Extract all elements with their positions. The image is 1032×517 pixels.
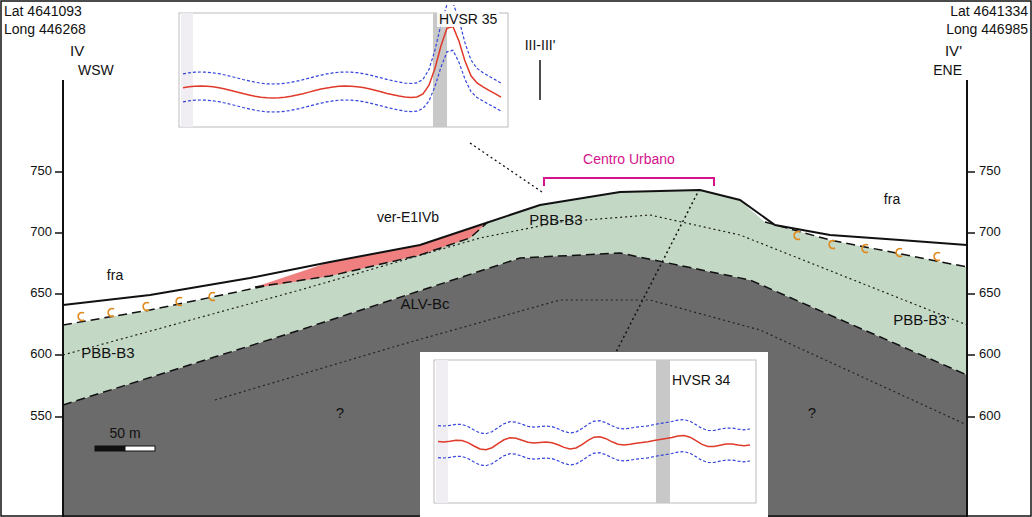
direction: ENE — [933, 63, 962, 78]
peak-band — [656, 360, 670, 503]
unit-label: ver-E1IVb — [377, 210, 439, 225]
unit-label: PBB-B3 — [893, 312, 946, 329]
section-end: IV' — [945, 43, 962, 60]
plot-frame — [434, 360, 756, 503]
urban-bracket — [544, 178, 714, 186]
contact-line — [765, 222, 967, 267]
axis-value: 650 — [979, 286, 1001, 300]
fault-line — [612, 188, 700, 360]
axis-line — [966, 80, 968, 517]
inset-title: HVSR 34 — [670, 372, 732, 388]
section-marker — [539, 60, 541, 100]
axis-value: 750 — [979, 164, 1001, 178]
coordinate: Lat 4641334 — [950, 4, 1028, 19]
axis-line — [62, 80, 64, 517]
hvsr-lower — [183, 50, 501, 112]
hvsr-upper — [183, 5, 501, 84]
uncertain-mark: ? — [336, 405, 344, 422]
inset-title: HVSR 35 — [437, 11, 499, 27]
axis-value: 600 — [30, 347, 52, 361]
axis-value: 750 — [30, 164, 52, 178]
hvsr-mean — [438, 436, 750, 450]
hvsr-mean — [183, 27, 501, 98]
hvsr-upper — [438, 420, 750, 434]
bedding-line — [63, 215, 967, 355]
urban-label: Centro Urbano — [583, 152, 675, 167]
scale-label: 50 m — [109, 426, 140, 441]
colluvium-symbols — [78, 232, 940, 321]
axis-value: 550 — [30, 409, 52, 423]
axis-value: 700 — [979, 225, 1001, 239]
scale-bar — [125, 446, 155, 451]
coordinate: Long 446985 — [946, 22, 1028, 37]
axis-value: 600 — [979, 409, 1001, 423]
unit-label: ALV-Bc — [401, 296, 450, 313]
plot-band — [181, 13, 193, 127]
uncertain-mark: ? — [808, 405, 816, 422]
topography-line — [63, 190, 967, 305]
contact-line — [255, 222, 488, 287]
unit-label: PBB-B3 — [529, 212, 582, 229]
axis-value: 650 — [30, 286, 52, 300]
unit-label: fra — [884, 192, 900, 207]
plot-frame — [179, 13, 508, 127]
hvsr-inset: HVSR 34 — [420, 352, 768, 517]
coordinate: Long 446268 — [4, 22, 86, 37]
unit-label: PBB-B3 — [81, 345, 134, 362]
plot-band — [436, 360, 448, 503]
direction: WSW — [78, 63, 114, 78]
contact-line — [63, 285, 270, 325]
leader-line — [470, 143, 542, 192]
section-end: IV — [70, 43, 84, 60]
section-marker-label: III-III' — [525, 38, 556, 53]
scale-bar — [95, 446, 125, 451]
unit-label: fra — [107, 268, 123, 283]
axis-value: 600 — [979, 347, 1001, 361]
hvsr-inset: HVSR 35 — [165, 5, 520, 141]
axis-value: 700 — [30, 225, 52, 239]
coordinate: Lat 4641093 — [4, 4, 82, 19]
hvsr-lower — [438, 452, 750, 466]
